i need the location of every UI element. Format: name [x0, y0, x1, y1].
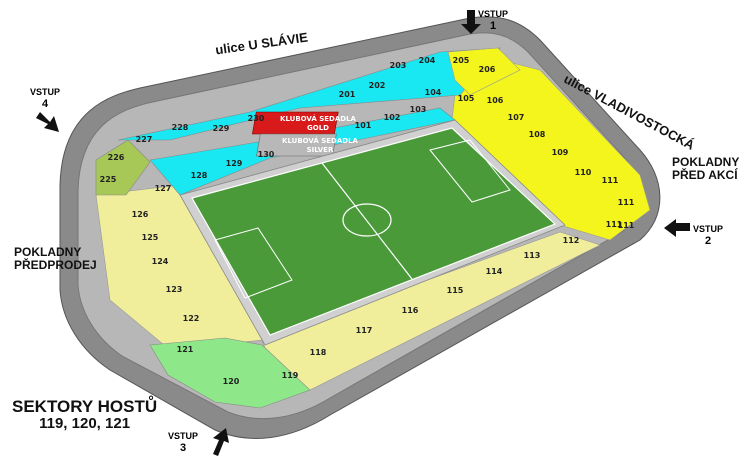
sector-label-227[interactable]: 227: [136, 135, 153, 144]
away-sectors-title: SEKTORY HOSTŮ: [12, 398, 157, 416]
entrance-4-label: VSTUP 4: [30, 88, 60, 110]
away-sectors-list: 119, 120, 121: [12, 416, 157, 432]
sector-label-107[interactable]: 107: [508, 113, 525, 122]
entrance-3-text: VSTUP: [168, 431, 198, 441]
sector-label-105[interactable]: 105: [458, 94, 475, 103]
sector-label-103[interactable]: 103: [410, 105, 427, 114]
sector-label-104[interactable]: 104: [425, 88, 442, 97]
ticket-office-event-line2: PŘED AKCÍ: [672, 169, 739, 182]
sector-label-127[interactable]: 127: [155, 184, 172, 193]
entrance-2-text: VSTUP: [693, 224, 723, 234]
sector-label-101[interactable]: 101: [355, 121, 372, 130]
entrance-2-number: 2: [693, 235, 723, 247]
entrance-2-arrow: [664, 219, 690, 237]
sector-label-118[interactable]: 118: [310, 348, 327, 357]
sector-label-111[interactable]: 111: [602, 176, 619, 185]
club-gold-line2: GOLD: [307, 124, 329, 132]
sector-label-202[interactable]: 202: [369, 81, 386, 90]
sector-label-108[interactable]: 108: [529, 130, 546, 139]
sector-label-130[interactable]: 130: [258, 150, 275, 159]
sector-label-111[interactable]: 111: [606, 220, 623, 229]
ticket-office-presale-line1: POKLADNY: [14, 246, 97, 259]
club-silver-line2: SILVER: [307, 146, 334, 154]
sector-label-120[interactable]: 120: [223, 377, 240, 386]
sector-label-121[interactable]: 121: [177, 345, 194, 354]
entrance-3-number: 3: [168, 442, 198, 454]
entrance-3-label: VSTUP 3: [168, 432, 198, 454]
sector-label-113[interactable]: 113: [524, 251, 541, 260]
entrance-4-number: 4: [30, 98, 60, 110]
entrance-1-text: VSTUP: [478, 9, 508, 19]
sector-label-206[interactable]: 206: [479, 65, 496, 74]
club-gold-line1: KLUBOVÁ SEDADLA: [280, 114, 357, 123]
ticket-office-event-line1: POKLADNY: [672, 156, 739, 169]
sector-label-228[interactable]: 228: [172, 123, 189, 132]
sector-label-109[interactable]: 109: [552, 148, 569, 157]
sector-label-225[interactable]: 225: [100, 175, 117, 184]
away-sectors-block: SEKTORY HOSTŮ 119, 120, 121: [12, 398, 157, 432]
sector-label-102[interactable]: 102: [384, 113, 401, 122]
ticket-office-presale: POKLADNY PŘEDPRODEJ: [14, 246, 97, 271]
sector-label-125[interactable]: 125: [142, 233, 159, 242]
sector-label-111[interactable]: 111: [618, 198, 635, 207]
sector-label-116[interactable]: 116: [402, 306, 419, 315]
sector-label-230[interactable]: 230: [248, 114, 265, 123]
entrance-4-arrow: [36, 112, 59, 132]
entrance-3-arrow: [213, 428, 229, 456]
entrance-4-text: VSTUP: [30, 87, 60, 97]
sector-label-119[interactable]: 119: [282, 371, 299, 380]
sector-label-226[interactable]: 226: [108, 153, 125, 162]
ticket-office-event: POKLADNY PŘED AKCÍ: [672, 156, 739, 181]
sector-label-129[interactable]: 129: [226, 159, 243, 168]
entrance-1-label: VSTUP 1: [478, 10, 508, 32]
sector-label-128[interactable]: 128: [191, 171, 208, 180]
sector-label-106[interactable]: 106: [487, 96, 504, 105]
sector-label-201[interactable]: 201: [339, 90, 356, 99]
entrance-1-number: 1: [478, 20, 508, 32]
sector-label-114[interactable]: 114: [486, 267, 503, 276]
club-silver-line1: KLUBOVÁ SEDADLA: [282, 136, 359, 145]
sector-label-204[interactable]: 204: [419, 56, 436, 65]
sector-label-115[interactable]: 115: [447, 286, 464, 295]
sector-label-229[interactable]: 229: [213, 124, 230, 133]
sector-label-124[interactable]: 124: [152, 257, 169, 266]
sector-label-122[interactable]: 122: [183, 314, 200, 323]
sector-label-203[interactable]: 203: [390, 61, 407, 70]
sector-label-123[interactable]: 123: [166, 285, 183, 294]
entrance-2-label: VSTUP 2: [693, 225, 723, 247]
sector-label-112[interactable]: 112: [563, 236, 580, 245]
ticket-office-presale-line2: PŘEDPRODEJ: [14, 259, 97, 272]
sector-label-110[interactable]: 110: [575, 168, 592, 177]
sector-label-205[interactable]: 205: [453, 56, 470, 65]
sector-label-126[interactable]: 126: [132, 210, 149, 219]
sector-label-117[interactable]: 117: [356, 326, 373, 335]
